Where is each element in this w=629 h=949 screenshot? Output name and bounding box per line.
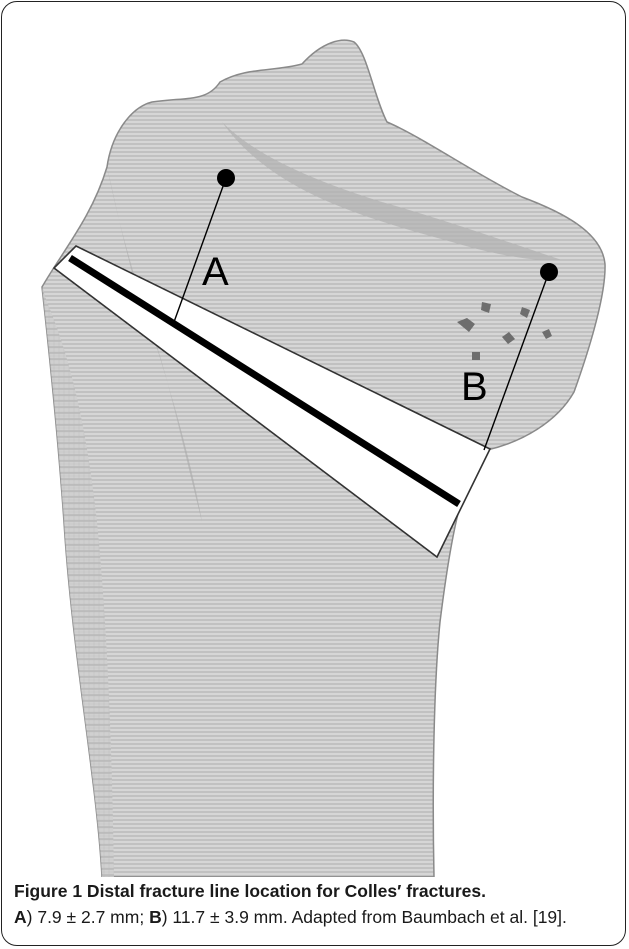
caption-title: Figure 1 Distal fracture line location f… <box>14 878 617 904</box>
caption-a-label: A <box>14 907 27 927</box>
caption-b-label: B <box>149 907 162 927</box>
measurement-point-b <box>540 263 558 281</box>
label-b: B <box>461 365 488 409</box>
caption-a-text: ) 7.9 ± 2.7 mm; <box>27 907 149 927</box>
bone-illustration: A B <box>2 2 626 877</box>
label-a: A <box>202 250 229 294</box>
caption-body: A) 7.9 ± 2.7 mm; B) 11.7 ± 3.9 mm. Adapt… <box>14 904 617 930</box>
measurement-point-a <box>217 169 235 187</box>
caption-b-text: ) 11.7 ± 3.9 mm. Adapted from Baumbach e… <box>162 907 567 927</box>
figure-caption: Figure 1 Distal fracture line location f… <box>14 878 617 930</box>
